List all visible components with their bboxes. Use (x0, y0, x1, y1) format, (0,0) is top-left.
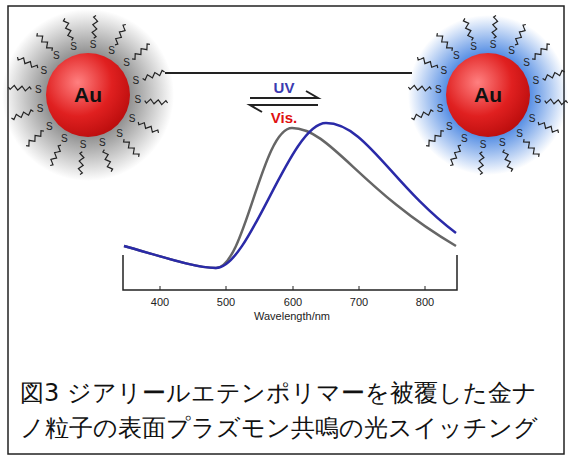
ligand-chain (63, 18, 73, 40)
gold-nanoparticle: Au (46, 53, 130, 137)
ligand-chain (50, 145, 61, 165)
ligand-chain (463, 18, 473, 40)
sulfur-atom: S (134, 95, 141, 105)
uv-label: UV (274, 80, 295, 95)
ligand-chain (18, 57, 38, 68)
ligand-chain (145, 99, 168, 105)
gray-spectrum (124, 128, 456, 268)
sulfur-atom: S (490, 40, 497, 50)
gray-halo (2, 9, 174, 181)
sulfur-atom: S (470, 42, 477, 52)
sulfur-atom: S (90, 40, 97, 50)
sulfur-atom: S (529, 114, 536, 124)
sulfur-atom: S (480, 140, 487, 150)
ligand-chain (437, 33, 453, 51)
ligand-chain (492, 15, 498, 38)
sulfur-atom: S (70, 42, 77, 52)
ligand-chain (478, 152, 484, 175)
sulfur-atom: S (116, 129, 123, 139)
frame (8, 6, 564, 454)
sulfur-atom: S (453, 51, 460, 61)
ligand-chain (524, 139, 540, 157)
sulfur-atom: S (534, 95, 541, 105)
sulfur-atom: S (508, 46, 515, 56)
sulfur-atom: S (133, 76, 140, 86)
sulfur-atom: S (523, 58, 530, 68)
particle-label: Au (74, 83, 102, 107)
ligand-chain (37, 33, 53, 51)
ligand-chain (450, 145, 461, 165)
ligand-chain (138, 122, 158, 133)
vis-label: Vis. (271, 110, 297, 125)
ligand-chain (124, 139, 140, 157)
ligand-chain (408, 85, 431, 91)
sulfur-atom: S (108, 46, 115, 56)
ligand-chain (418, 57, 438, 68)
sulfur-atom: S (446, 122, 453, 132)
tick-label: 500 (217, 297, 235, 308)
sulfur-atom: S (61, 134, 68, 144)
tick-label: 400 (151, 297, 169, 308)
ligand-chain (503, 150, 513, 172)
ligands (8, 15, 567, 174)
sulfur-atom: S (35, 85, 42, 95)
ligand-chain (103, 150, 113, 172)
ligand-chain (411, 110, 433, 120)
ligand-chain (143, 70, 165, 80)
tick-label: 800 (416, 297, 434, 308)
axis-title: Wavelength/nm (254, 311, 330, 322)
sulfur-atom: S (437, 104, 444, 114)
blue-spectrum (124, 123, 456, 268)
sulfur-atom: S (41, 66, 48, 76)
sulfur-atom: S (129, 114, 136, 124)
ligand-chain (532, 44, 550, 60)
sulfur-atom: S (461, 134, 468, 144)
ligand-chain (11, 110, 33, 120)
particle-label: Au (474, 83, 502, 107)
sulfur-atom: S (53, 51, 60, 61)
sulfur-atom: S (37, 104, 44, 114)
sulfur-atom: S (80, 140, 87, 150)
ligand-chain (92, 15, 98, 38)
sulfur-atom: S (441, 66, 448, 76)
sulfur-atom: S (516, 129, 523, 139)
ligand-chain (538, 122, 558, 133)
ligand-chain (545, 99, 568, 105)
sulfur-atom: S (46, 122, 53, 132)
sulfur-atom: S (123, 58, 130, 68)
ticks (160, 286, 425, 290)
caption: 図3 ジアリールエテンポリマーを被覆した金ナノ粒子の表面プラズモン共鳴の光スイッ… (20, 376, 556, 446)
gold-nanoparticle: Au (446, 53, 530, 137)
ligand-chain (8, 85, 31, 91)
ligand-chain (426, 131, 444, 147)
sulfur-atom: S (533, 76, 540, 86)
sulfur-atom: S (499, 138, 506, 148)
divider-line (165, 72, 412, 74)
ligand-chain (543, 70, 565, 80)
tick-label: 600 (284, 297, 302, 308)
ligand-chain (515, 25, 526, 45)
sulfur-atom: S (99, 138, 106, 148)
ligand-chain (115, 25, 126, 45)
ligand-chain (26, 131, 44, 147)
blue-halo (408, 15, 568, 175)
sulfur-atom: S (435, 85, 442, 95)
ligand-chain (78, 152, 84, 175)
tick-label: 700 (350, 297, 368, 308)
ligand-chain (132, 44, 150, 60)
